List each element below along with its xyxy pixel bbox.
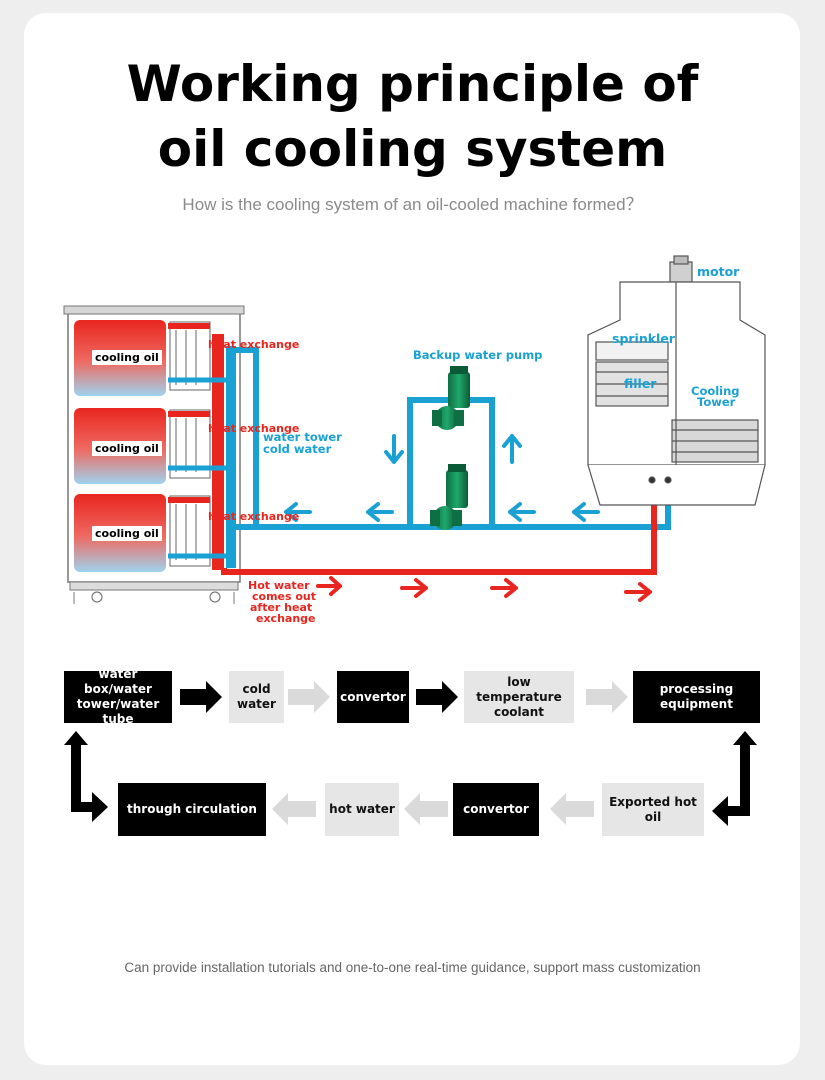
heat-exchange-label-1: heat exchange <box>208 338 300 351</box>
water-tower-label-line-2: cold water <box>263 442 332 456</box>
flow-box-exported-hot-oil: Exported hot oil <box>602 783 704 836</box>
pump-label: Backup water pump <box>413 348 543 362</box>
cabinet-label-1: cooling oil <box>92 350 162 365</box>
heat-exchange-label-2: heat exchange <box>208 422 300 435</box>
flow-box-cold-water: cold water <box>229 671 284 723</box>
cold-flow-arrows <box>284 434 600 522</box>
flow-box-processing-equipment: processing equipment <box>633 671 760 723</box>
cooling-tower-label-line-1: Cooling <box>691 384 740 398</box>
flow-connector-arrows <box>64 681 757 826</box>
hot-water-label-line-3: after heat <box>250 601 313 614</box>
cabinet-label-3: cooling oil <box>92 526 162 541</box>
flow-box-hot-water: hot water <box>325 783 399 836</box>
hot-water-label-line-4: exchange <box>256 612 316 625</box>
flow-box-low-temp-coolant: low temperature coolant <box>464 671 574 723</box>
hot-water-label-line-1: Hot water <box>248 579 310 592</box>
cooling-tower <box>587 255 766 506</box>
cabinet-label-2: cooling oil <box>92 441 162 456</box>
flow-box-through-circulation: through circulation <box>118 783 266 836</box>
heat-exchanger-pipes <box>168 323 236 570</box>
hot-water-pipe <box>221 486 657 575</box>
hot-water-label-line-2: comes out <box>252 590 317 603</box>
filler-label: filler <box>624 376 657 391</box>
backup-water-pump <box>432 366 470 430</box>
hot-flow-arrows <box>316 576 652 602</box>
flow-box-convertor-top: convertor <box>337 671 409 723</box>
water-tower-label-line-1: water tower <box>263 430 342 444</box>
page-title-line-2: oil cooling system <box>157 120 668 178</box>
cooling-tower-label-line-2: Tower <box>697 395 736 409</box>
heat-exchange-label-3: heat exchange <box>208 510 300 523</box>
sprinkler-label: sprinkler <box>612 331 675 346</box>
footer-note: Can provide installation tutorials and o… <box>124 960 701 975</box>
motor-label: motor <box>697 264 740 279</box>
page-title-line-1: Working principle of <box>126 55 699 113</box>
flow-box-convertor-bottom: convertor <box>453 783 539 836</box>
page-subtitle: How is the cooling system of an oil-cool… <box>182 195 643 214</box>
flow-box-water-source: water box/water tower/water tube <box>64 667 172 726</box>
main-water-pump <box>430 464 468 530</box>
